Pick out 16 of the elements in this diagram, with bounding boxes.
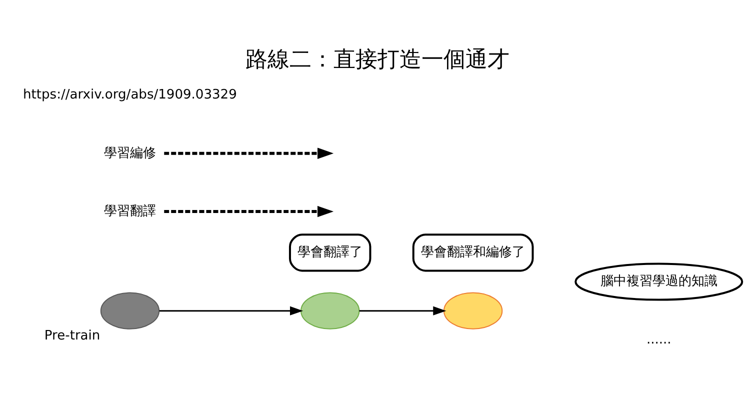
node-brain: [300, 292, 360, 329]
node-brain: [443, 292, 503, 329]
node-ellipse: 腦中複習學過的知識: [574, 262, 744, 300]
arrow: [159, 306, 304, 315]
label: https://arxiv.org/abs/1909.03329: [23, 87, 237, 102]
label: ......: [646, 332, 672, 347]
node-box: 學會翻譯了: [288, 233, 372, 272]
diagram-title: 路線二：直接打造一個通才: [246, 47, 510, 72]
arrow: [164, 205, 334, 217]
node-text: 學習翻譯: [104, 203, 156, 218]
arrow: [164, 147, 334, 158]
node-brain: [100, 292, 160, 329]
arrow: [359, 306, 446, 315]
node-text: 學習編修: [104, 145, 156, 160]
node-label: Pre-train: [44, 328, 100, 343]
node-box: 學會翻譯和編修了: [412, 233, 534, 272]
